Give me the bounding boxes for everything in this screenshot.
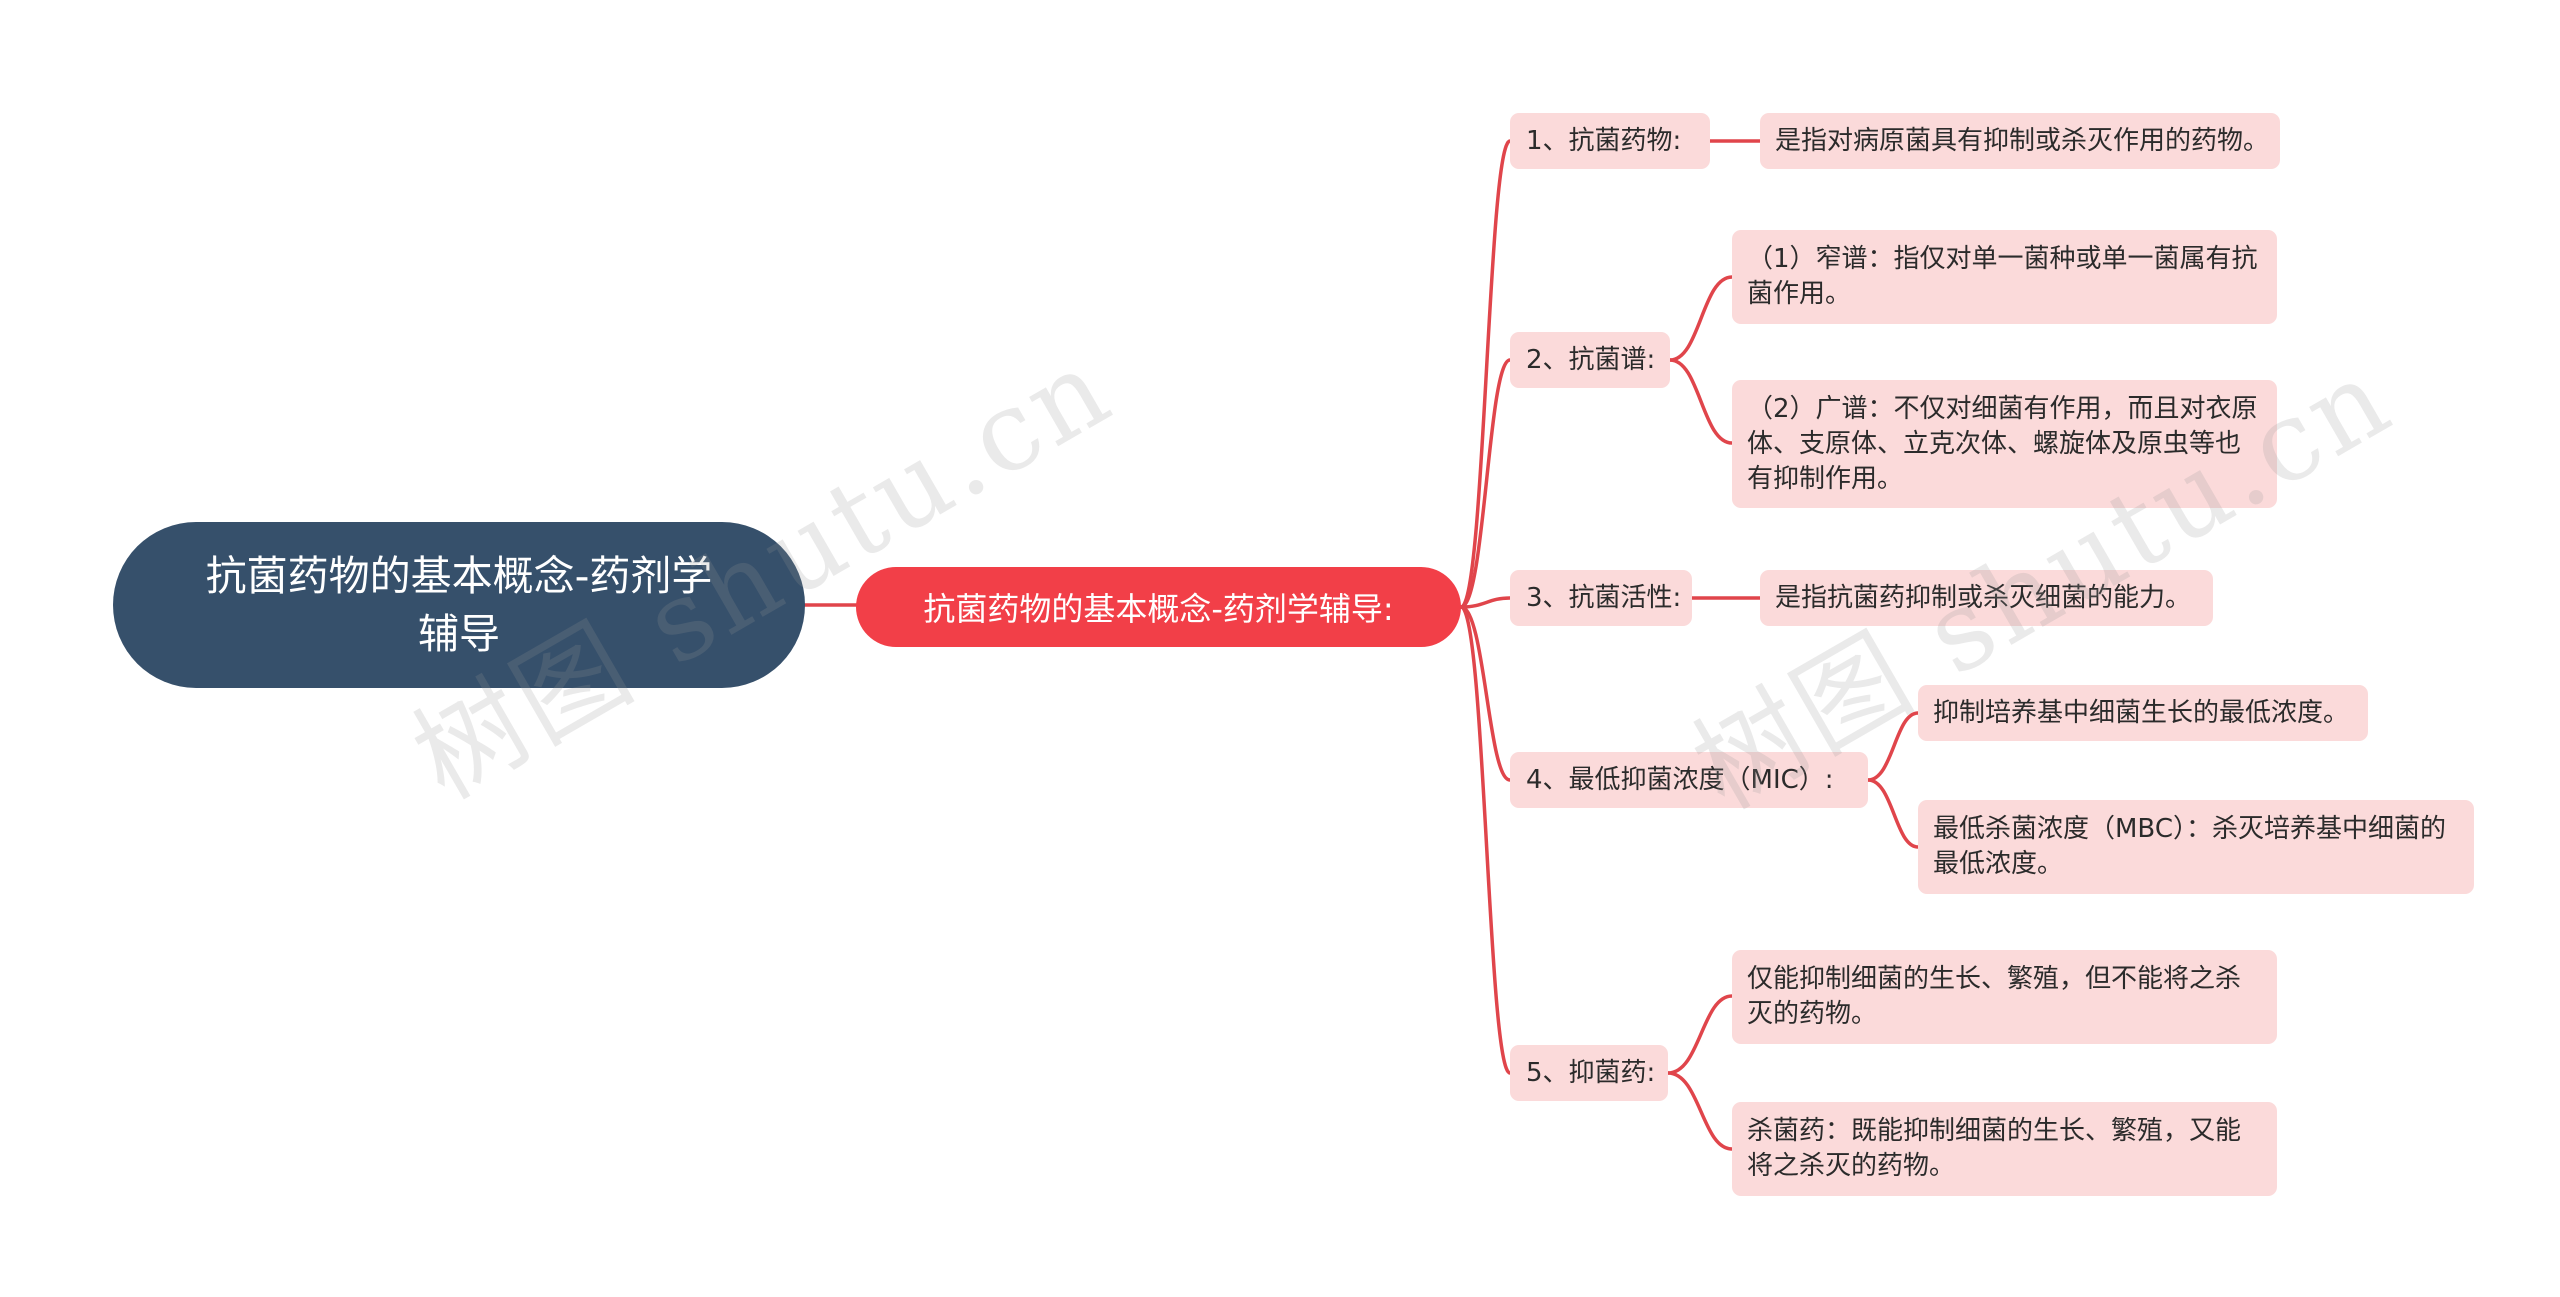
- detail-label: 抑制培养基中细菌生长的最低浓度。: [1933, 697, 2350, 728]
- detail-label: 杀菌药：既能抑制细菌的生长、繁殖，又能将之杀灭的药物。: [1747, 1116, 2242, 1181]
- detail-node[interactable]: （2）广谱：不仅对细菌有作用，而且对衣原体、支原体、立克次体、螺旋体及原虫等也有…: [1732, 380, 2277, 508]
- detail-label: （2）广谱：不仅对细菌有作用，而且对衣原体、支原体、立克次体、螺旋体及原虫等也有…: [1747, 393, 2258, 494]
- topic-label: 3、抗菌活性:: [1526, 582, 1682, 613]
- connector-topic-4-detail-1: [1866, 711, 1920, 782]
- connector-center-topic-5: [1459, 605, 1512, 1075]
- topic-label: 4、最低抑菌浓度（MIC）:: [1526, 764, 1834, 795]
- connector-topic-2-detail-2: [1668, 358, 1734, 445]
- root-node-label: 抗菌药物的基本概念-药剂学辅导: [205, 552, 713, 658]
- detail-node[interactable]: 是指抗菌药抑制或杀灭细菌的能力。: [1760, 570, 2213, 626]
- central-topic-label: 抗菌药物的基本概念-药剂学辅导:: [923, 590, 1394, 628]
- detail-node[interactable]: 杀菌药：既能抑制细菌的生长、繁殖，又能将之杀灭的药物。: [1732, 1102, 2277, 1196]
- central-topic-node[interactable]: 抗菌药物的基本概念-药剂学辅导:: [856, 567, 1461, 647]
- detail-node[interactable]: 抑制培养基中细菌生长的最低浓度。: [1918, 685, 2368, 741]
- topic-label: 1、抗菌药物:: [1526, 125, 1682, 156]
- detail-node[interactable]: 最低杀菌浓度（MBC）：杀灭培养基中细菌的最低浓度。: [1918, 800, 2474, 894]
- connector-topic-4-detail-2: [1866, 778, 1920, 849]
- connector-center-topic-2: [1459, 358, 1512, 609]
- connector-topic-5-detail-1: [1666, 994, 1734, 1075]
- root-node[interactable]: 抗菌药物的基本概念-药剂学辅导: [113, 522, 805, 688]
- connector-center-topic-3: [1459, 596, 1512, 609]
- connector-topic-5-detail-2: [1666, 1071, 1734, 1151]
- detail-label: 是指抗菌药抑制或杀灭细菌的能力。: [1775, 582, 2192, 613]
- detail-label: 最低杀菌浓度（MBC）：杀灭培养基中细菌的最低浓度。: [1933, 814, 2446, 879]
- detail-label: 仅能抑制细菌的生长、繁殖，但不能将之杀灭的药物。: [1747, 964, 2242, 1029]
- detail-node[interactable]: 仅能抑制细菌的生长、繁殖，但不能将之杀灭的药物。: [1732, 950, 2277, 1044]
- topic-node-1[interactable]: 1、抗菌药物:: [1510, 113, 1710, 169]
- detail-node[interactable]: 是指对病原菌具有抑制或杀灭作用的药物。: [1760, 113, 2280, 169]
- topic-label: 5、抑菌药:: [1526, 1057, 1656, 1088]
- detail-label: 是指对病原菌具有抑制或杀灭作用的药物。: [1775, 125, 2270, 156]
- topic-node-5[interactable]: 5、抑菌药:: [1510, 1045, 1668, 1101]
- topic-node-2[interactable]: 2、抗菌谱:: [1510, 332, 1670, 388]
- detail-label: （1）窄谱：指仅对单一菌种或单一菌属有抗菌作用。: [1747, 244, 2258, 309]
- detail-node[interactable]: （1）窄谱：指仅对单一菌种或单一菌属有抗菌作用。: [1732, 230, 2277, 324]
- connector-center-topic-4: [1459, 605, 1512, 782]
- topic-node-4[interactable]: 4、最低抑菌浓度（MIC）:: [1510, 752, 1868, 808]
- connector-topic-2-detail-1: [1668, 275, 1734, 362]
- topic-label: 2、抗菌谱:: [1526, 344, 1656, 375]
- topic-node-3[interactable]: 3、抗菌活性:: [1510, 570, 1692, 626]
- connector-center-topic-1: [1459, 139, 1512, 609]
